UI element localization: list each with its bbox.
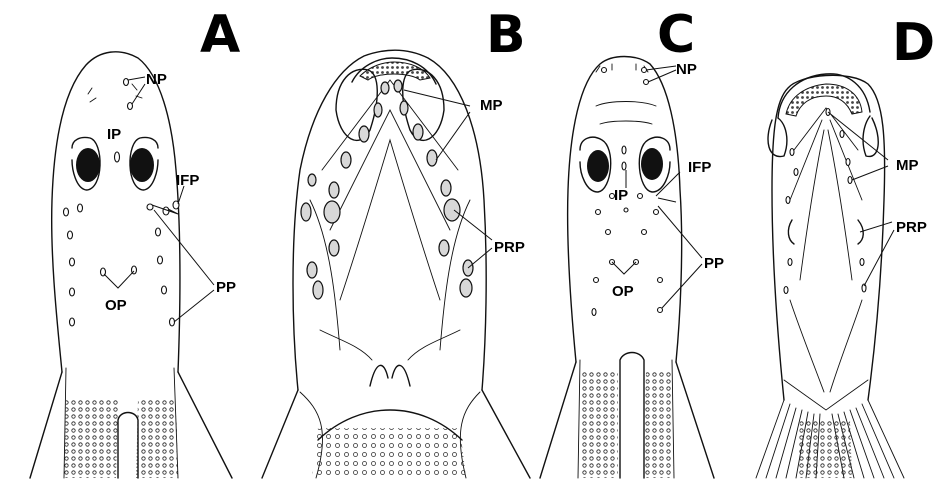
panel-b-pores [301, 80, 473, 299]
panel-a-body-texture-left [64, 400, 118, 478]
panel-b-label-mp: MP [480, 97, 503, 114]
panel-a-body-texture-right [136, 400, 178, 478]
panel-a-label-ifp: IFP [176, 172, 199, 189]
panel-a-pores [64, 79, 180, 327]
panel-a-label-pp: PP [216, 279, 236, 296]
panel-d-label-mp: MP [896, 157, 919, 174]
panel-b-pectoral-right [482, 390, 530, 478]
panel-b: B [262, 5, 530, 478]
panel-a-label-ip: IP [107, 126, 121, 143]
panel-a-right-eye [130, 148, 154, 182]
panel-a-pectoral-left [30, 372, 62, 478]
panel-a-label-op: OP [105, 297, 127, 314]
panel-a-pectoral-right [178, 372, 232, 478]
panel-d: D [756, 13, 935, 478]
panel-c-right-eye [641, 148, 663, 180]
panel-c-pectoral-right [676, 362, 714, 478]
panel-d-body-texture [798, 420, 852, 478]
panel-c-body-texture-right [644, 372, 674, 478]
panel-d-pores [784, 109, 866, 294]
panel-c-letter: C [657, 5, 695, 65]
panel-c-left-eye [587, 150, 609, 182]
panel-d-fin-rays [756, 400, 904, 478]
panel-b-pectoral-left [262, 390, 298, 478]
panel-d-letter: D [892, 13, 935, 73]
panel-b-body-texture [312, 428, 466, 478]
panel-c-label-ip: IP [614, 187, 628, 204]
panel-b-head-outline [293, 50, 486, 390]
panel-c: C [540, 5, 724, 478]
panel-a-label-np: NP [146, 71, 167, 88]
panel-a: A [30, 5, 240, 478]
panel-c-label-pp: PP [704, 255, 724, 272]
panel-c-label-ifp: IFP [688, 159, 711, 176]
panel-c-body-texture-left [580, 372, 618, 478]
panel-a-letter: A [200, 5, 240, 65]
panel-b-label-prp: PRP [494, 239, 525, 256]
panel-c-label-op: OP [612, 283, 634, 300]
panel-b-letter: B [486, 5, 526, 65]
panel-a-anal-gap [118, 413, 138, 479]
panel-d-label-prp: PRP [896, 219, 927, 236]
panel-c-label-np: NP [676, 61, 697, 78]
panel-c-pectoral-left [540, 362, 576, 478]
panel-a-left-eye [76, 148, 100, 182]
